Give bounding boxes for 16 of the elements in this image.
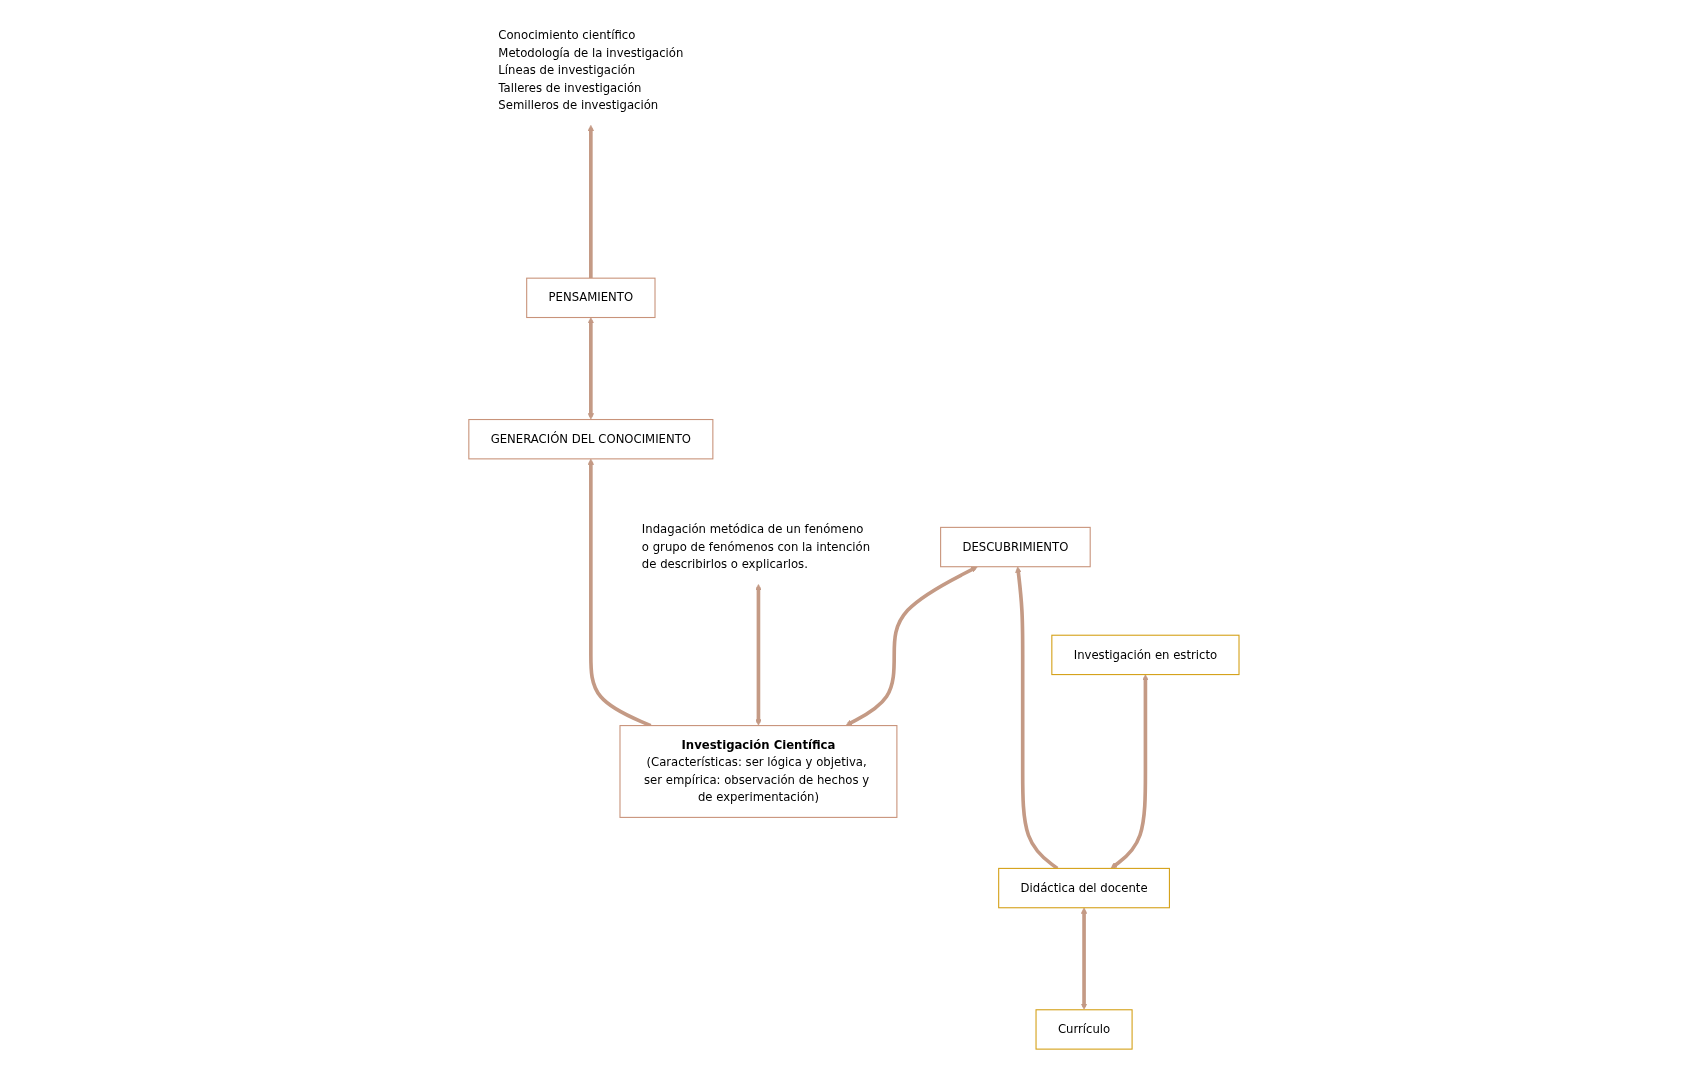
node-box: Currículo [1035,1009,1133,1050]
node-box: PENSAMIENTO [525,277,656,319]
node-box: GENERACIÓN DEL CONOCIMIENTO [467,419,713,460]
node-box: DESCUBRIMIENTO [939,526,1091,568]
arrow [845,566,978,726]
arrow [754,583,762,726]
arrow [1110,674,1149,869]
arrow [587,317,594,420]
arrow [1014,566,1058,870]
arrow [587,124,594,279]
node-box: Investigación Científica (Características: ser lógica y objetiva, ser empírica: observación de hechos y de experimentación) [619,725,898,818]
node-box: Investigación en estricto [1050,634,1240,676]
node-text: Conocimiento científico Metodología de la investigación Líneas de investigación Talleres de investigación Semilleros de investigación [497,28,683,113]
arrow [1080,907,1087,1010]
node-box: Didáctica del docente [997,867,1170,909]
node-text: Indagación metódica de un fenómeno o grupo de fenómenos con la intención de describirlos o explicarlos. [641,522,870,572]
